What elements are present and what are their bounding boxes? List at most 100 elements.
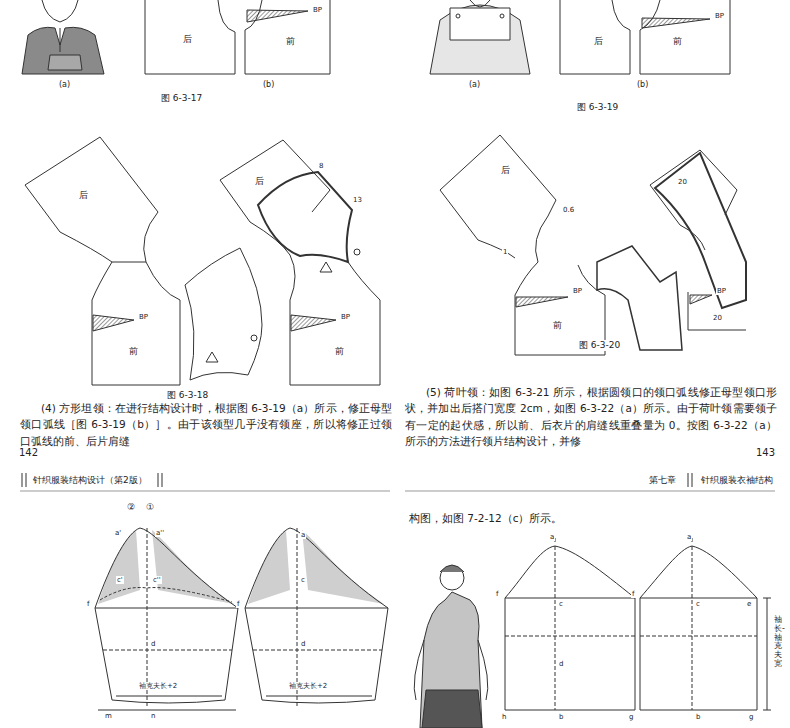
bust-dart xyxy=(516,297,568,307)
fashion-illustration xyxy=(42,0,78,22)
point-label: n xyxy=(150,712,156,720)
fashion-illustration xyxy=(500,14,504,18)
pattern-piece xyxy=(640,0,730,74)
pattern-piece xyxy=(206,352,218,362)
sleeve-draft xyxy=(116,696,222,697)
point-label: BP xyxy=(714,12,725,20)
fashion-illustration xyxy=(22,27,104,74)
point-label: a'' xyxy=(155,529,165,537)
dimension: 袖克夫长+2 xyxy=(138,682,178,690)
sleeve-draft xyxy=(640,598,757,710)
point-label: a xyxy=(686,533,692,541)
point-label: c'' xyxy=(152,576,162,584)
header-rule xyxy=(688,473,692,487)
pattern-piece xyxy=(25,137,380,385)
point-label: c xyxy=(695,600,701,608)
fashion-illustration xyxy=(414,565,488,728)
pattern-piece xyxy=(560,0,630,74)
pattern-piece xyxy=(245,0,330,74)
sub-caption: (b) xyxy=(636,80,649,90)
point-label: BP xyxy=(572,287,583,295)
sleeve-draft xyxy=(302,530,384,604)
sleeve-draft xyxy=(248,530,290,604)
fashion-illustration xyxy=(440,565,464,572)
pattern-piece xyxy=(290,262,380,385)
fashion-illustration xyxy=(430,0,530,74)
point-label: f xyxy=(86,600,90,608)
figure-caption: 图 6-3-19 xyxy=(576,102,619,113)
pattern-piece xyxy=(185,248,262,380)
piece-name: 后 xyxy=(500,165,511,176)
figure-caption: 图 6-3-18 xyxy=(166,390,209,401)
point-label: a xyxy=(549,533,555,541)
sleeve-draft xyxy=(103,650,232,651)
point-label: a xyxy=(300,531,306,539)
callout-number: ② xyxy=(126,502,136,513)
fashion-illustration xyxy=(22,0,104,74)
pattern-piece xyxy=(251,335,257,341)
sleeve-draft xyxy=(245,528,388,608)
sub-caption: (a) xyxy=(468,80,481,90)
sleeve-draft xyxy=(640,546,757,710)
sub-caption: (b) xyxy=(262,80,275,90)
point-label: BP xyxy=(312,6,323,14)
sleeve-draft xyxy=(95,528,238,608)
header-rule xyxy=(22,473,162,487)
sleeve-draft xyxy=(98,710,236,711)
piece-name: 前 xyxy=(285,36,296,47)
fashion-illustration xyxy=(440,566,464,590)
point-label: g xyxy=(748,713,754,721)
dimension: 袖长-袖克夫宽 xyxy=(773,616,783,669)
fashion-illustration xyxy=(456,14,460,18)
point-label: h xyxy=(501,713,507,721)
body-text: (5) 荷叶领：如图 6-3-21 所示，根据圆领口的领口弧线修正母型领口形状，… xyxy=(405,384,777,449)
pattern-piece xyxy=(354,249,360,255)
sleeve-draft xyxy=(245,528,388,708)
sleeve-draft xyxy=(266,696,372,697)
piece-name: 前 xyxy=(334,346,345,357)
point-label: BP xyxy=(716,287,727,295)
running-header: 第七章 xyxy=(648,475,677,486)
pattern-piece xyxy=(440,135,746,355)
running-header: 针织服装结构设计（第2版） xyxy=(32,475,148,486)
piece-name: 后 xyxy=(78,190,89,201)
sleeve-draft xyxy=(98,530,140,604)
bust-dart xyxy=(291,315,336,331)
point-label: f xyxy=(495,590,499,598)
point-label: c xyxy=(558,600,564,608)
point-label: BP xyxy=(340,313,351,321)
pattern-piece xyxy=(560,0,730,74)
pattern-piece xyxy=(320,262,332,272)
dimension: 1 xyxy=(502,248,508,256)
pattern-drawings xyxy=(20,0,775,728)
sleeve-draft xyxy=(505,538,771,710)
fashion-illustration xyxy=(60,28,61,52)
figure-caption: 图 6-3-17 xyxy=(160,93,203,104)
callout-number: ① xyxy=(145,502,155,513)
fashion-illustration xyxy=(422,690,482,728)
point-label: b xyxy=(558,713,564,721)
pattern-piece xyxy=(440,135,556,295)
point-label: f xyxy=(236,600,240,608)
sleeve-draft xyxy=(95,528,238,710)
body-text: (4) 方形坦领：在进行结构设计时，根据图 6-3-19（a）所示，修正母型领口… xyxy=(20,400,392,449)
sleeve-draft xyxy=(505,546,635,710)
point-label: c xyxy=(300,576,306,584)
point-label: BP xyxy=(138,313,149,321)
piece-name: 前 xyxy=(552,320,563,331)
dimension: 13 xyxy=(352,196,363,204)
pattern-piece xyxy=(650,185,705,250)
piece-name: 后 xyxy=(254,176,265,187)
point-label: d xyxy=(150,640,156,648)
pattern-piece xyxy=(597,246,682,350)
running-header: 针织服装衣袖结构 xyxy=(700,475,774,486)
fashion-illustration xyxy=(420,592,482,728)
page-number: 142 xyxy=(18,447,39,459)
pattern-piece xyxy=(655,153,746,308)
point-label: d xyxy=(558,660,564,668)
header-rule xyxy=(20,473,775,491)
pattern-piece xyxy=(145,0,330,74)
bust-dart xyxy=(247,10,308,22)
point-label: c' xyxy=(116,576,124,584)
piece-name: 后 xyxy=(182,34,193,45)
